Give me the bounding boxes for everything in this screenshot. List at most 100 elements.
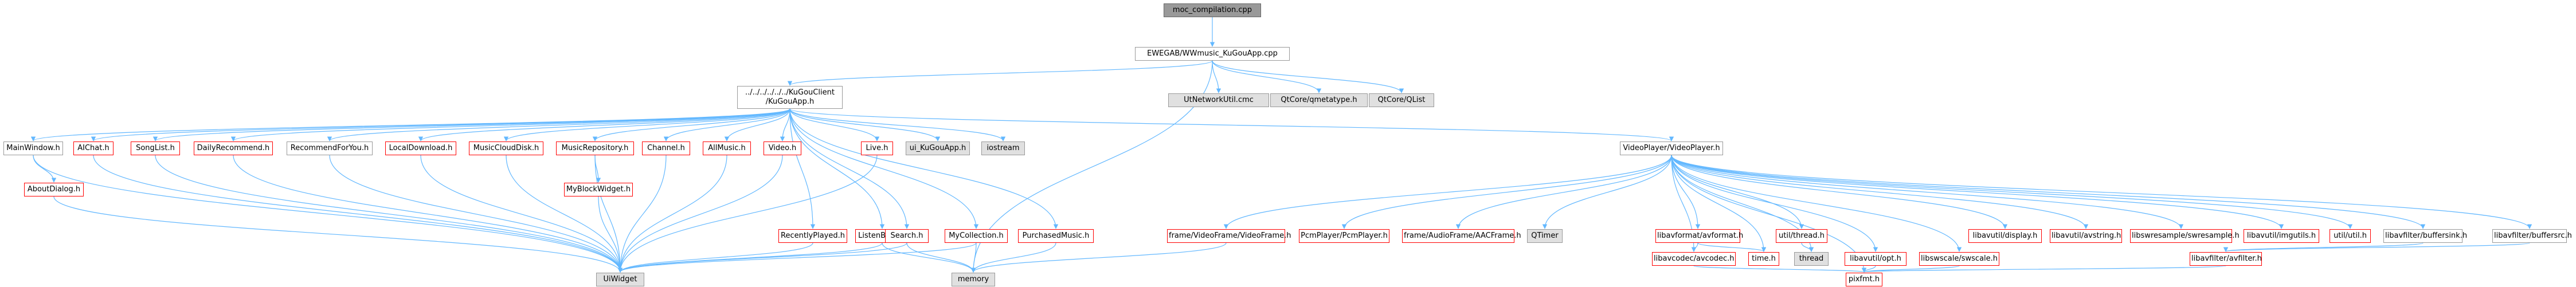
edge-kugou_h_l1-to-uikugouapp <box>789 108 941 141</box>
node-kugouapp-h-line2: /KuGouApp.h <box>765 97 815 106</box>
edge-kugou_h_l1-to-search <box>789 108 910 229</box>
node-swscale[interactable]: libswscale/swscale.h <box>1919 252 1999 266</box>
node-uiwidget[interactable]: UiWidget <box>596 273 644 286</box>
edge-aboutdialog-to-uiwidget <box>53 196 623 273</box>
edge-kugou_h_l1-to-iostream <box>789 108 1006 141</box>
node-kugouapp-h[interactable]: ../../../../../../KuGouClient /KuGouApp.… <box>737 86 843 109</box>
edge-videoplayer-to-avstring <box>1671 155 2089 229</box>
node-avdisplay[interactable]: libavutil/display.h <box>1968 229 2042 243</box>
edge-kugou_cpp-to-qlist <box>1212 60 1404 93</box>
node-recommendforyou[interactable]: RecommendForYou.h <box>287 141 373 155</box>
edge-avformat-to-avcodec <box>1691 242 1698 252</box>
node-allmusic[interactable]: AllMusic.h <box>703 141 751 155</box>
edge-myblockwidget-to-uiwidget <box>598 196 623 273</box>
edge-recommendforyou-to-uiwidget <box>329 155 623 273</box>
edge-kugou_h_l1-to-recentlyplayed <box>789 108 816 229</box>
node-videoframe[interactable]: frame/VideoFrame/VideoFrame.h <box>1167 229 1291 243</box>
edge-swscale-to-pixfmt <box>1862 265 1960 273</box>
edge-recentlyplayed-to-uiwidget <box>617 242 813 273</box>
node-avutil-opt[interactable]: libavutil/opt.h <box>1845 252 1906 266</box>
node-localdownload[interactable]: LocalDownload.h <box>385 141 456 155</box>
edge-songlist-to-uiwidget <box>155 155 623 273</box>
node-pixfmt[interactable]: pixfmt.h <box>1846 273 1882 286</box>
node-swresample[interactable]: libswresample/swresample.h <box>2130 229 2240 243</box>
node-avcodec[interactable]: libavcodec/avcodec.h <box>1652 252 1736 266</box>
node-purchasedmusic[interactable]: PurchasedMusic.h <box>1018 229 1094 243</box>
edge-videoframe-to-memory <box>970 242 1227 273</box>
edge-videoplayer-to-audioframe <box>1455 155 1672 229</box>
edge-videoplayer-to-timeh <box>1671 155 1767 252</box>
node-recentlyplayed[interactable]: RecentlyPlayed.h <box>778 229 847 243</box>
edge-search-to-uiwidget <box>617 242 907 273</box>
node-live[interactable]: Live.h <box>861 141 893 155</box>
node-channel[interactable]: Channel.h <box>642 141 690 155</box>
node-mainwindow[interactable]: MainWindow.h <box>3 141 63 155</box>
edge-channel-to-uiwidget <box>617 155 667 273</box>
edge-kugou_h_l1-to-songlist <box>153 108 790 141</box>
edge-videoplayer-to-pixfmt <box>1671 155 1867 273</box>
edge-musicrepository-to-uiwidget <box>594 155 623 273</box>
edge-kugou_h_l1-to-purchasedmusic <box>789 108 1059 229</box>
node-musicclouddisk[interactable]: MusicCloudDisk.h <box>469 141 543 155</box>
edge-kugou_h_l1-to-channel <box>663 108 790 141</box>
edge-kugou_h_l1-to-mycollection <box>789 108 979 229</box>
edge-threadh-to-thread <box>1801 242 1814 252</box>
edge-kugou_h_l1-to-videoplayer <box>789 108 1674 141</box>
edge-mainwindow-to-uiwidget <box>33 155 623 273</box>
node-util-util[interactable]: util/util.h <box>2330 229 2371 243</box>
edge-avcodec-to-pixfmt <box>1693 265 1866 273</box>
node-memory[interactable]: memory <box>952 273 995 286</box>
edge-allmusic-to-uiwidget <box>617 155 727 273</box>
node-qtimer[interactable]: QTimer <box>1527 229 1563 243</box>
node-imgutils[interactable]: libavutil/imgutils.h <box>2244 229 2319 243</box>
edge-kugou_h_l1-to-allmusic <box>724 108 790 141</box>
node-avformat[interactable]: libavformat/avformat.h <box>1655 229 1743 243</box>
edge-kugou_h_l1-to-localdownload <box>418 108 790 141</box>
node-time[interactable]: time.h <box>1748 252 1779 266</box>
edge-videoplayer-to-videoframe <box>1223 155 1672 229</box>
node-aichat[interactable]: AIChat.h <box>73 141 113 155</box>
edge-videoplayer-to-threadh <box>1671 155 1804 229</box>
node-kugou-cpp[interactable]: EWEGAB/WWmusic_KuGouApp.cpp <box>1135 47 1290 61</box>
node-avfilter[interactable]: libavfilter/avfilter.h <box>2190 252 2262 266</box>
node-pcmplayer[interactable]: PcmPlayer/PcmPlayer.h <box>1299 229 1389 243</box>
node-search[interactable]: Search.h <box>885 229 929 243</box>
edge-dailyrecommend-to-uiwidget <box>233 155 623 273</box>
edge-localdownload-to-uiwidget <box>420 155 623 273</box>
edge-search-to-memory <box>906 242 976 273</box>
node-iostream[interactable]: iostream <box>981 141 1025 155</box>
node-musicrepository[interactable]: MusicRepository.h <box>556 141 634 155</box>
node-videoplayer[interactable]: VideoPlayer/VideoPlayer.h <box>1620 141 1723 155</box>
edge-listenbook-to-memory <box>882 242 976 273</box>
node-dailyrecommend[interactable]: DailyRecommend.h <box>194 141 273 155</box>
node-util-thread[interactable]: util/thread.h <box>1776 229 1827 243</box>
node-buffersink[interactable]: libavfilter/buffersink.h <box>2383 229 2467 243</box>
node-mycollection[interactable]: MyCollection.h <box>945 229 1008 243</box>
edge-videoplayer-to-buffersink <box>1671 155 2426 229</box>
edge-kugou_h_l1-to-listenbook <box>789 108 885 229</box>
node-thread[interactable]: thread <box>1794 252 1829 266</box>
node-aboutdialog[interactable]: AboutDialog.h <box>24 183 84 196</box>
edge-videoplayer-to-imgutils <box>1671 155 2284 229</box>
edge-kugou_h_l1-to-dailyrecommend <box>231 108 790 141</box>
edge-kugou_h_l1-to-live <box>789 108 880 141</box>
node-ui-kugouapp[interactable]: ui_KuGouApp.h <box>906 141 970 155</box>
edge-avformat-to-timeh <box>1697 242 1767 252</box>
node-network-util[interactable]: UtNetworkUtil.cmc <box>1168 93 1269 107</box>
node-songlist[interactable]: SongList.h <box>131 141 180 155</box>
node-avstring[interactable]: libavutil/avstring.h <box>2050 229 2122 243</box>
edge-buffersrc-to-avfilter <box>2223 242 2530 252</box>
edge-videoplayer-to-pcmplayer <box>1341 155 1672 229</box>
node-buffersrc[interactable]: libavfilter/buffersrc.h <box>2492 229 2572 243</box>
node-audioframe[interactable]: frame/AudioFrame/AACFrame.h <box>1402 229 1521 243</box>
edge-videoplayer-to-buffersrc <box>1671 155 2532 229</box>
edge-avfilter-to-pixfmt <box>1862 265 2226 273</box>
edge-videoplayer-to-utilh <box>1671 155 2353 229</box>
node-qlist[interactable]: QtCore/QList <box>1369 93 1434 107</box>
node-video[interactable]: Video.h <box>764 141 801 155</box>
node-myblockwidget[interactable]: MyBlockWidget.h <box>564 183 633 196</box>
edge-videoplayer-to-qtimer <box>1542 155 1672 229</box>
node-moc-compilation[interactable]: moc_compilation.cpp <box>1164 3 1261 17</box>
node-qmetatype[interactable]: QtCore/qmetatype.h <box>1270 93 1368 107</box>
